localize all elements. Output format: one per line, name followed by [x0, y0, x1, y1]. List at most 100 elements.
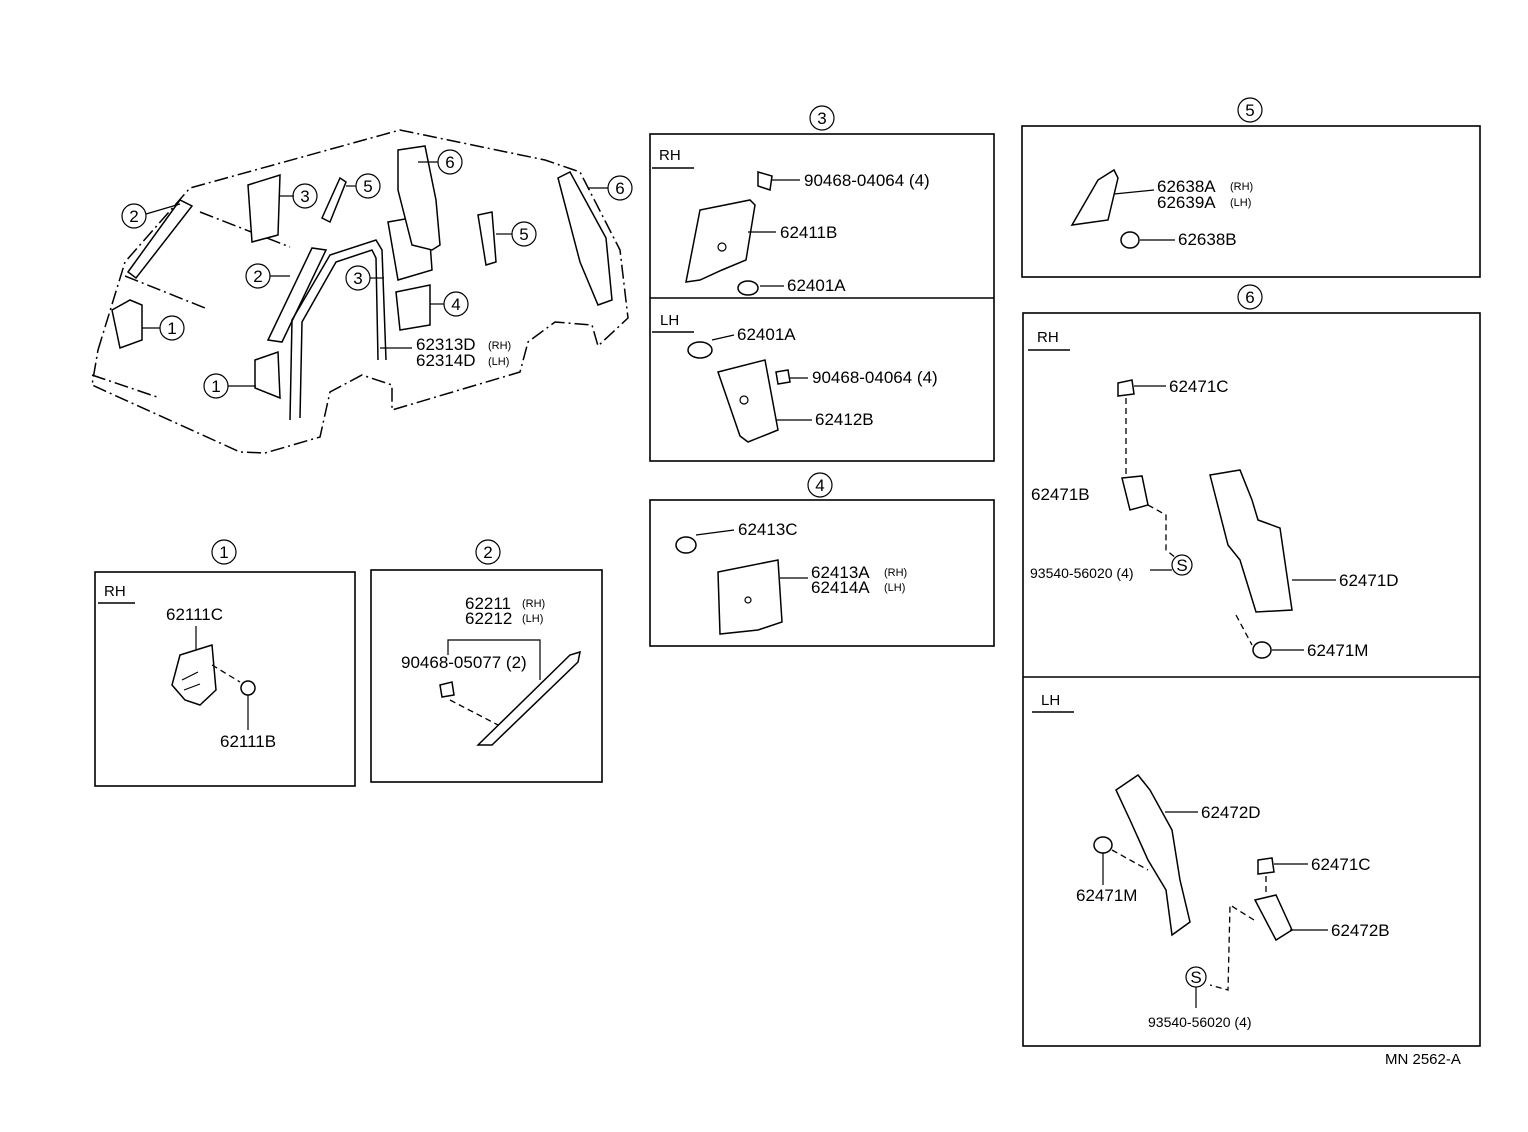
svg-text:1: 1	[211, 377, 220, 396]
part-62412B-label: 62412B	[815, 410, 874, 429]
rear-quarter-part	[557, 171, 613, 306]
pillar-trim-rh-label: 62313D	[416, 335, 476, 354]
trim-62472D[interactable]	[1115, 773, 1191, 937]
panel-6-rh-label: RH	[1037, 329, 1059, 346]
cover-62472B[interactable]	[1253, 894, 1293, 942]
fastener-62471M-lh[interactable]	[1093, 836, 1113, 854]
trim-62471D[interactable]	[1209, 469, 1293, 613]
callout-5-front[interactable]: 5	[355, 173, 381, 199]
part-62413A-label: 62413A	[811, 563, 870, 582]
panel-1-number: 1	[219, 543, 228, 562]
svg-text:6: 6	[445, 153, 454, 172]
trim-62411B[interactable]	[685, 199, 756, 283]
panel-5-frame	[1021, 125, 1481, 278]
fastener-62401A-lh[interactable]	[687, 341, 713, 359]
clip-90468-04064-rh[interactable]	[757, 171, 773, 191]
fastener-62401A-rh[interactable]	[737, 280, 759, 296]
panel-4-number: 4	[815, 476, 824, 495]
panel-1-side-label: RH	[104, 583, 126, 600]
callout-3-upper[interactable]: 3	[292, 183, 318, 209]
fastener-62413C[interactable]	[675, 536, 697, 554]
trim-62413A[interactable]	[717, 559, 783, 635]
part-62638A-label: 62638A	[1157, 177, 1216, 196]
panel-6-frame	[1022, 312, 1481, 1047]
part-93540-56020-lh-label: 93540-56020 (4)	[1148, 1014, 1252, 1030]
roof-side-part	[321, 176, 347, 224]
panel-2: 2 62211 (RH) 62212 (LH) 90468-05077 (2)	[370, 539, 603, 783]
svg-text:2: 2	[253, 267, 262, 286]
panel-6-number: 6	[1245, 288, 1254, 307]
cover-62471B[interactable]	[1121, 475, 1149, 511]
trim-62638A[interactable]	[1070, 168, 1119, 226]
part-62401A-lh-label: 62401A	[737, 325, 796, 344]
callout-3-lower[interactable]: 3	[345, 265, 371, 291]
clip-90468-04064-lh[interactable]	[775, 369, 791, 385]
vehicle-overview	[91, 129, 629, 454]
roof-line	[199, 211, 291, 248]
panel-2-frame	[370, 569, 603, 783]
part-62471B-label: 62471B	[1031, 485, 1090, 504]
part-62211-label: 62211	[465, 594, 511, 613]
svg-text:3: 3	[353, 269, 362, 288]
panel-3-number: 3	[817, 109, 826, 128]
overview-callouts: 1 1 2 2 3 3 4 5 5 6 6	[121, 149, 633, 399]
part-93540-56020-rh-label: 93540-56020 (4)	[1030, 565, 1134, 581]
pillar-trim-lh-label: 62314D	[416, 351, 476, 370]
center-pillar-lower	[395, 284, 431, 331]
svg-text:S: S	[1190, 968, 1201, 987]
panel-5-number: 5	[1245, 101, 1254, 120]
svg-text:(RH): (RH)	[884, 567, 907, 579]
callout-2-upper[interactable]: 2	[121, 203, 147, 229]
pillar-trim-part	[266, 247, 328, 343]
callout-2-lower[interactable]: 2	[245, 263, 271, 289]
part-62111C-label: 62111C	[166, 605, 223, 624]
roof-side-rear-part	[477, 211, 497, 266]
pillar-trim-lh-tag: (LH)	[488, 356, 509, 368]
panel-5: 5 62638A (RH) 62639A (LH) 62638B	[1021, 97, 1481, 278]
part-62471M-lh-label: 62471M	[1076, 886, 1137, 905]
fastener-62638B[interactable]	[1120, 231, 1140, 249]
svg-text:6: 6	[615, 179, 624, 198]
callout-5-rear[interactable]: 5	[511, 221, 537, 247]
part-62472B-label: 62472B	[1331, 921, 1390, 940]
cap-62471C-rh[interactable]	[1117, 379, 1135, 397]
panel-6-lh-label: LH	[1041, 692, 1060, 709]
diagram-code: MN 2562-A	[1385, 1051, 1461, 1068]
callout-1-lower[interactable]: 1	[203, 373, 229, 399]
screw-symbol-rh[interactable]	[1171, 554, 1193, 576]
kick-panel-62111C[interactable]	[171, 644, 217, 706]
callout-4[interactable]: 4	[443, 291, 469, 317]
clip-90468-05077[interactable]	[439, 681, 455, 698]
svg-text:1: 1	[167, 319, 176, 338]
panel-6: 6 RH 62471C 62471B S 93540-56020 (4) 624…	[1022, 284, 1481, 1047]
part-90468-05077-label: 90468-05077 (2)	[401, 653, 527, 672]
svg-text:5: 5	[519, 225, 528, 244]
clip-62111B[interactable]	[240, 680, 256, 696]
vehicle-outline	[91, 129, 629, 454]
panel-3-lh-label: LH	[660, 312, 679, 329]
kick-panel-lower-part	[254, 350, 281, 400]
part-62401A-rh-label: 62401A	[787, 276, 846, 295]
pillar-trim-62211[interactable]	[476, 650, 581, 746]
a-pillar-part	[126, 199, 194, 280]
hood-line	[124, 275, 206, 309]
panel-3-rh-label: RH	[659, 147, 681, 164]
part-90468-04064-rh-label: 90468-04064 (4)	[804, 171, 930, 190]
cap-62471C-lh[interactable]	[1257, 857, 1275, 875]
panel-1-frame	[94, 571, 356, 787]
callout-6-front[interactable]: 6	[437, 149, 463, 175]
part-62471M-rh-label: 62471M	[1307, 641, 1368, 660]
part-62472D-label: 62472D	[1201, 803, 1261, 822]
callout-1-front[interactable]: 1	[159, 315, 185, 341]
bumper-line	[91, 374, 161, 399]
svg-text:(RH): (RH)	[522, 598, 545, 610]
fastener-62471M-rh[interactable]	[1252, 641, 1272, 659]
quarter-trim-part	[397, 145, 441, 251]
part-62639A-label: 62639A	[1157, 193, 1216, 212]
part-62413C-label: 62413C	[738, 520, 798, 539]
svg-text:(LH): (LH)	[1230, 197, 1251, 209]
svg-text:(RH): (RH)	[1230, 181, 1253, 193]
part-62471D-label: 62471D	[1339, 571, 1399, 590]
callout-6-rear[interactable]: 6	[607, 175, 633, 201]
